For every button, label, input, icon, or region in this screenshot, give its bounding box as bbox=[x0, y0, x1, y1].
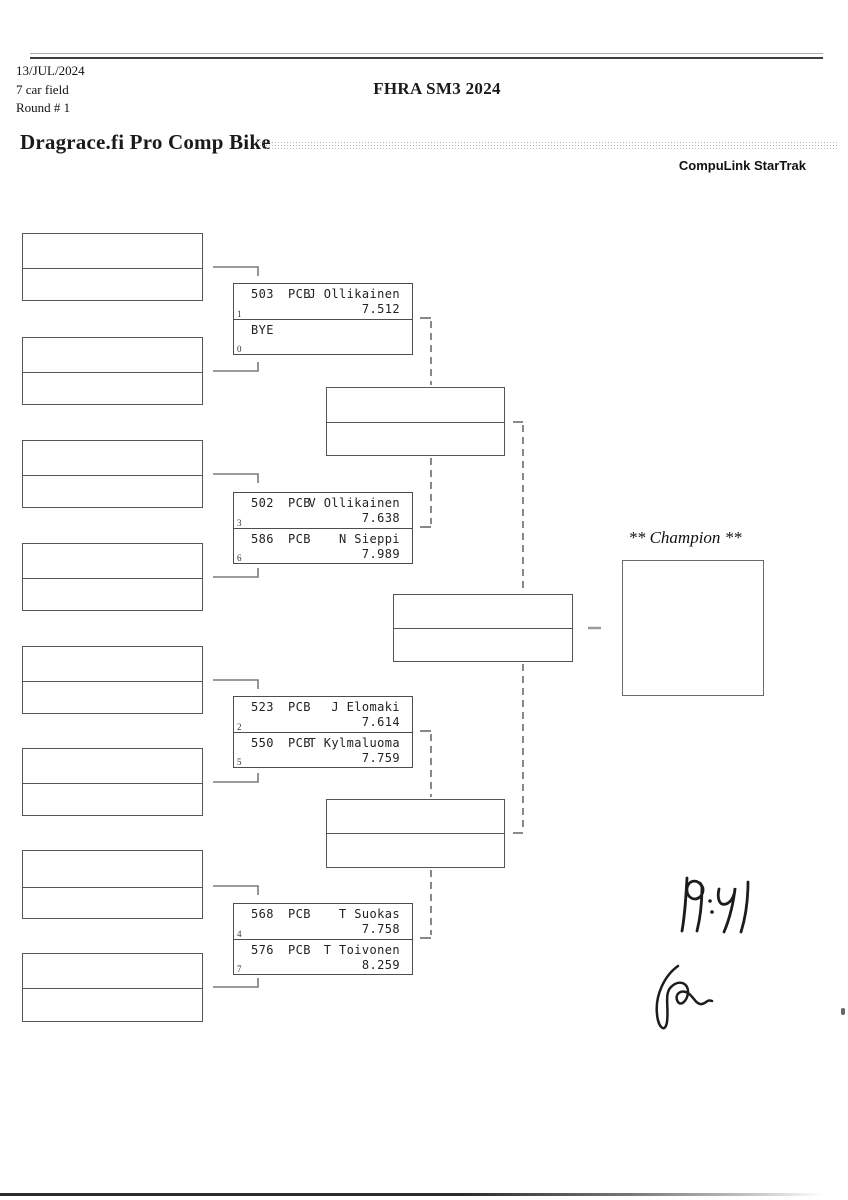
round1-slot bbox=[22, 850, 203, 919]
entry-number: 550 bbox=[251, 736, 274, 750]
entry-class: PCB bbox=[288, 287, 311, 301]
entry-class: PCB bbox=[288, 496, 311, 510]
slot-divider bbox=[23, 372, 202, 373]
entry-name: N Sieppi bbox=[339, 532, 400, 546]
entry-number: 568 bbox=[251, 907, 274, 921]
bracket-entry: 523 PCB J Elomaki 7.614 2 bbox=[234, 697, 412, 732]
round1-slot bbox=[22, 646, 203, 714]
slot-divider bbox=[23, 783, 202, 784]
handwritten-time-colon bbox=[708, 899, 714, 914]
entry-number: 586 bbox=[251, 532, 274, 546]
slot-divider bbox=[23, 475, 202, 476]
timing-system-label: CompuLink StarTrak bbox=[678, 158, 806, 173]
pairing-box-3: 523 PCB J Elomaki 7.614 2 550 PCB T Kylm… bbox=[233, 696, 413, 768]
entry-time: 8.259 bbox=[361, 958, 400, 972]
slot-divider bbox=[23, 887, 202, 888]
entry-name: T Toivonen bbox=[323, 943, 400, 957]
slot-divider bbox=[23, 578, 202, 579]
entry-time: 7.614 bbox=[361, 715, 400, 729]
entry-seed: 0 bbox=[237, 344, 242, 354]
entry-seed: 1 bbox=[237, 309, 242, 319]
top-rule bbox=[30, 53, 823, 59]
bracket-entry: 568 PCB T Suokas 7.758 4 bbox=[234, 904, 412, 939]
entry-seed: 6 bbox=[237, 553, 242, 563]
entry-number: 503 bbox=[251, 287, 274, 301]
entry-class: PCB bbox=[288, 700, 311, 714]
round1-slot bbox=[22, 337, 203, 405]
final-slot bbox=[393, 594, 573, 662]
slot-divider bbox=[394, 628, 572, 629]
round1-slot bbox=[22, 543, 203, 611]
entry-number: 523 bbox=[251, 700, 274, 714]
pairing-box-4: 568 PCB T Suokas 7.758 4 576 PCB T Toivo… bbox=[233, 903, 413, 975]
entry-seed: 4 bbox=[237, 929, 242, 939]
entry-name: V Ollikainen bbox=[308, 496, 400, 510]
slot-divider bbox=[327, 833, 504, 834]
semifinal-slot-2 bbox=[326, 799, 505, 868]
scan-edge-line bbox=[0, 1193, 840, 1196]
entry-name: T Kylmaluoma bbox=[308, 736, 400, 750]
entry-class: PCB bbox=[288, 736, 311, 750]
slot-divider bbox=[327, 422, 504, 423]
semifinal-slot-1 bbox=[326, 387, 505, 456]
entry-time: 7.758 bbox=[361, 922, 400, 936]
pairing-box-1: 503 PCB J Ollikainen 7.512 1 BYE 0 bbox=[233, 283, 413, 355]
entry-class: PCB bbox=[288, 943, 311, 957]
entry-seed: 5 bbox=[237, 757, 242, 767]
bracket-entry: 502 PCB V Ollikainen 7.638 3 bbox=[234, 493, 412, 528]
separator-hatch bbox=[259, 141, 838, 150]
entry-number: 576 bbox=[251, 943, 274, 957]
scan-speck bbox=[841, 1008, 845, 1015]
entry-seed: 3 bbox=[237, 518, 242, 528]
entry-class: PCB bbox=[288, 907, 311, 921]
entry-name: T Suokas bbox=[339, 907, 400, 921]
slot-divider bbox=[23, 681, 202, 682]
class-title: Dragrace.fi Pro Comp Bike bbox=[20, 130, 271, 154]
bracket-entry: 550 PCB T Kylmaluoma 7.759 5 bbox=[234, 732, 412, 767]
bracket-entry: 576 PCB T Toivonen 8.259 7 bbox=[234, 939, 412, 974]
round1-slot bbox=[22, 233, 203, 301]
pairing-box-2: 502 PCB V Ollikainen 7.638 3 586 PCB N S… bbox=[233, 492, 413, 564]
champion-box bbox=[622, 560, 764, 696]
event-title: FHRA SM3 2024 bbox=[373, 79, 501, 98]
entry-time: 7.512 bbox=[361, 302, 400, 316]
entry-number: 502 bbox=[251, 496, 274, 510]
slot-divider bbox=[23, 988, 202, 989]
entry-name: J Ollikainen bbox=[308, 287, 400, 301]
entry-time: 7.989 bbox=[361, 547, 400, 561]
field-size: 7 car field bbox=[16, 82, 69, 97]
bracket-entry: 586 PCB N Sieppi 7.989 6 bbox=[234, 528, 412, 563]
entry-name: J Elomaki bbox=[331, 700, 400, 714]
bracket-entry: BYE 0 bbox=[234, 319, 412, 354]
round1-slot bbox=[22, 748, 203, 816]
round-number: Round # 1 bbox=[16, 100, 71, 115]
event-date: 13/JUL/2024 bbox=[16, 63, 85, 78]
entry-class: PCB bbox=[288, 532, 311, 546]
bracket-entry: 503 PCB J Ollikainen 7.512 1 bbox=[234, 284, 412, 319]
entry-time: 7.759 bbox=[361, 751, 400, 765]
slot-divider bbox=[23, 268, 202, 269]
round1-slot bbox=[22, 953, 203, 1022]
entry-time: 7.638 bbox=[361, 511, 400, 525]
champion-label: ** Champion ** bbox=[628, 528, 742, 547]
entry-seed: 2 bbox=[237, 722, 242, 732]
handwritten-time bbox=[680, 876, 750, 934]
entry-number: BYE bbox=[251, 323, 274, 337]
signature-scribble bbox=[655, 964, 714, 1030]
entry-seed: 7 bbox=[237, 964, 242, 974]
round1-slot bbox=[22, 440, 203, 508]
